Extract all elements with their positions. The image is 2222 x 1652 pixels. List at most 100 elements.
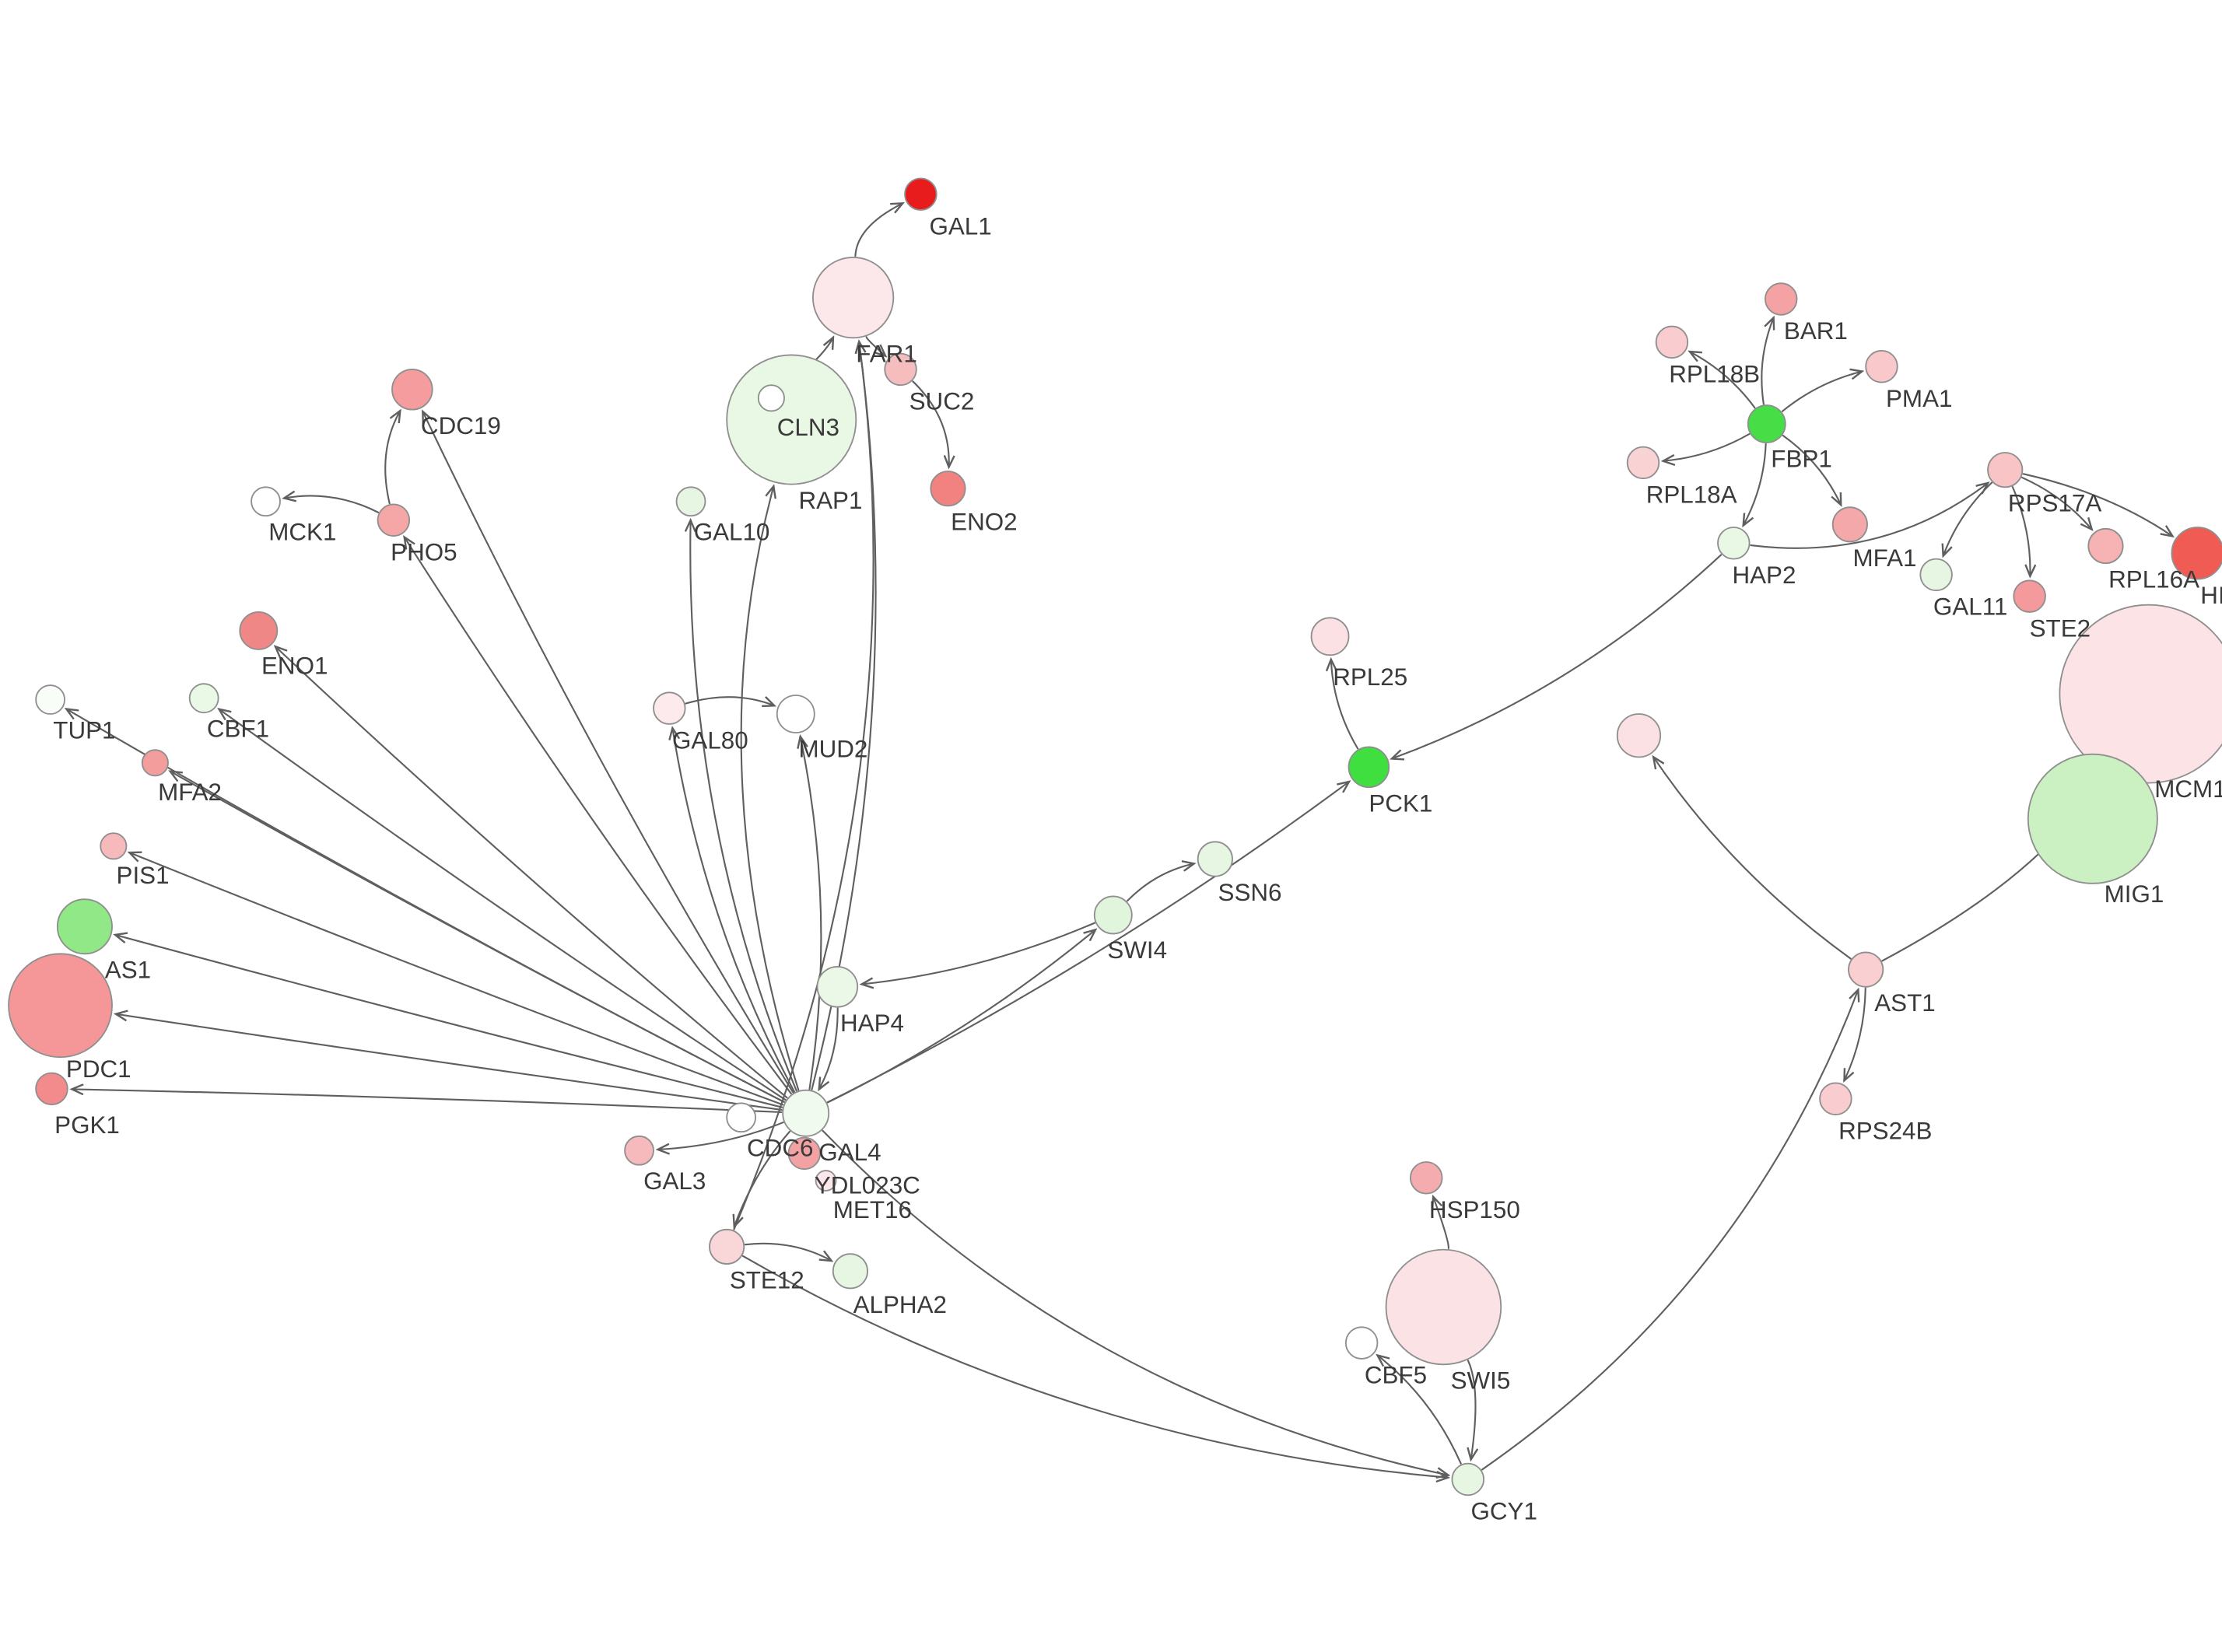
node-label-CDC19: CDC19 (421, 412, 501, 439)
edge-HAP2-RPS17A (1750, 483, 1988, 549)
edge-GCY1-AST1 (1481, 989, 1858, 1471)
node-label-GCY1: GCY1 (1470, 1498, 1537, 1525)
node-label-GAL80: GAL80 (672, 726, 748, 754)
node-label-MCK1: MCK1 (268, 519, 336, 546)
node-GAL11[interactable] (1919, 558, 1953, 592)
node-label-MIG1: MIG1 (2105, 880, 2164, 908)
node-CBF1[interactable] (188, 683, 219, 714)
node-AS1[interactable] (56, 898, 113, 955)
node-layer (8, 177, 2222, 1496)
edge-RPS17A-GAL11 (1943, 481, 1992, 556)
node-RAP1[interactable] (726, 354, 857, 485)
node-AST1[interactable] (1848, 951, 1884, 988)
label-layer: FAR1GAL1RAP1CLN3SUC2ENO2GAL10CDC19MCK1PH… (53, 212, 2222, 1524)
node-CDC19[interactable] (391, 369, 433, 411)
node-GCY1[interactable] (1451, 1462, 1485, 1496)
node-label-CLN3: CLN3 (777, 414, 839, 441)
edge-RPS17A-STE2 (2011, 486, 2031, 576)
edge-FAR1-GAL1 (854, 203, 902, 257)
node-CBF5[interactable] (1344, 1326, 1379, 1360)
node-GAL4[interactable] (782, 1089, 830, 1137)
node-label-STE2: STE2 (2030, 614, 2091, 642)
node-BAR1[interactable] (1765, 282, 1798, 316)
node-N1[interactable] (1616, 713, 1662, 758)
node-RPL18A[interactable] (1626, 446, 1660, 480)
node-RPL18B[interactable] (1655, 325, 1689, 359)
edge-PHO5-CDC19 (384, 411, 400, 505)
edge-RPS17A-HIS4 (2022, 473, 2173, 536)
node-MUD2[interactable] (776, 695, 815, 733)
edge-GAL4-AS1 (115, 935, 783, 1108)
node-MFA1[interactable] (1831, 506, 1868, 543)
node-label-SUC2: SUC2 (909, 388, 975, 415)
node-STE2[interactable] (2013, 579, 2046, 613)
node-ENO2[interactable] (930, 471, 966, 507)
edge-GAL4-PDC1 (116, 1014, 783, 1111)
node-ALPHA2[interactable] (832, 1253, 868, 1290)
node-CDC6[interactable] (726, 1102, 756, 1133)
node-MCM1[interactable] (2059, 604, 2222, 784)
node-SWI5[interactable] (1385, 1248, 1502, 1366)
node-MET16[interactable] (815, 1170, 837, 1192)
node-SSN6[interactable] (1197, 841, 1233, 877)
node-PIS1[interactable] (100, 832, 128, 860)
node-label-RPL18A: RPL18A (1646, 481, 1737, 509)
node-MFA2[interactable] (141, 749, 169, 777)
node-GAL10[interactable] (675, 486, 706, 517)
node-label-ENO1: ENO1 (261, 652, 328, 679)
node-MIG1[interactable] (2027, 753, 2158, 884)
node-STE12[interactable] (709, 1228, 745, 1265)
edge-HAP4-GAL4 (819, 1007, 839, 1089)
edge-GAL4-TUP1 (66, 709, 785, 1103)
node-CLN3[interactable] (757, 384, 785, 412)
node-SWI4[interactable] (1093, 895, 1133, 935)
node-MCK1[interactable] (251, 486, 281, 517)
node-RPL16A[interactable] (2087, 527, 2124, 565)
node-PCK1[interactable] (1348, 746, 1390, 789)
node-label-FBP1: FBP1 (1771, 445, 1831, 472)
node-HIS4[interactable] (2171, 527, 2222, 580)
node-PHO5[interactable] (377, 503, 411, 537)
node-label-MET16: MET16 (833, 1196, 912, 1223)
node-SUC2[interactable] (884, 352, 917, 387)
edge-GAL80-MUD2 (685, 697, 775, 705)
node-PDC1[interactable] (8, 953, 113, 1059)
node-GAL1[interactable] (904, 177, 938, 211)
edge-GAL4-ENO1 (275, 646, 788, 1099)
node-label-CDC6: CDC6 (747, 1135, 813, 1162)
node-label-BAR1: BAR1 (1784, 317, 1848, 345)
node-label-MCM1: MCM1 (2154, 775, 2222, 803)
node-RPL25[interactable] (1310, 617, 1350, 656)
edge-SWI4-SSN6 (1126, 863, 1194, 902)
node-FBP1[interactable] (1747, 404, 1786, 443)
edge-FAR1-SUC2 (865, 336, 886, 355)
node-HAP2[interactable] (1717, 527, 1751, 560)
edge-layer (66, 203, 2172, 1477)
node-HAP4[interactable] (816, 966, 859, 1008)
node-PGK1[interactable] (35, 1072, 68, 1106)
node-ENO1[interactable] (239, 611, 279, 650)
node-label-RPS17A: RPS17A (2008, 490, 2101, 517)
edge-GAL4-GCY1 (822, 1129, 1448, 1475)
node-label-ALPHA2: ALPHA2 (853, 1291, 947, 1318)
node-RPS17A[interactable] (1987, 452, 2024, 488)
edge-FBP1-HAP2 (1744, 443, 1767, 526)
edge-FBP1-BAR1 (1761, 317, 1773, 405)
node-FAR1[interactable] (812, 257, 895, 339)
node-HSP150[interactable] (1410, 1161, 1443, 1195)
node-label-PCK1: PCK1 (1369, 790, 1432, 817)
edge-GAL4-GAL80 (672, 728, 795, 1093)
node-GAL3[interactable] (624, 1135, 654, 1166)
edge-GAL4-MFA2 (170, 772, 785, 1103)
node-PMA1[interactable] (1865, 350, 1898, 383)
node-GAL80[interactable] (653, 691, 686, 725)
node-RPS24B[interactable] (1819, 1082, 1852, 1116)
node-label-RPL25: RPL25 (1333, 663, 1407, 691)
node-label-RPL16A: RPL16A (2108, 566, 2199, 593)
node-YDL023C[interactable] (787, 1136, 822, 1171)
edge-GAL4-GAL10 (690, 520, 797, 1092)
node-TUP1[interactable] (35, 684, 65, 715)
edge-GCY1-CBF5 (1377, 1355, 1462, 1465)
node-label-MUD2: MUD2 (798, 735, 867, 762)
